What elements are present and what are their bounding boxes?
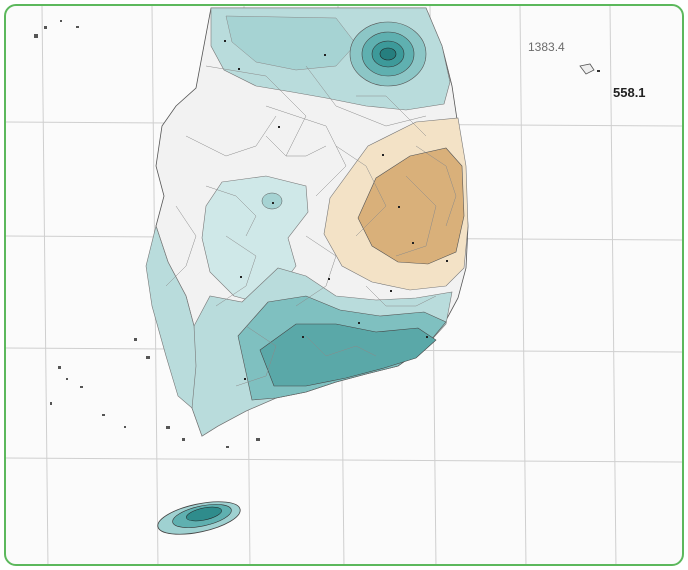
station-marker [398, 206, 400, 208]
jeju-island [157, 501, 241, 535]
island-precip-label-top: 1383.4 [528, 40, 565, 54]
grid-line-vertical [519, 6, 527, 564]
station-marker [278, 126, 280, 128]
west-islands [34, 20, 260, 448]
station-marker [324, 54, 326, 56]
station-marker [302, 336, 304, 338]
district-boundary [305, 65, 427, 127]
district-boundary [235, 325, 277, 387]
station-marker [272, 202, 274, 204]
ulleung-island [579, 63, 595, 75]
grid-line-vertical [609, 6, 617, 564]
east-tan-inner-zone [357, 147, 465, 265]
district-boundary [165, 205, 197, 287]
station-marker [328, 278, 330, 280]
station-marker [390, 290, 392, 292]
station-marker [446, 260, 448, 262]
station-marker [224, 40, 226, 42]
island-precip-label-bottom: 558.1 [613, 85, 646, 100]
district-boundary [415, 145, 457, 227]
precipitation-map [6, 6, 682, 564]
west-teal-arm [145, 224, 197, 409]
district-boundary [205, 185, 257, 237]
map-frame: 1383.4 558.1 [4, 4, 684, 566]
district-boundary [305, 335, 377, 357]
south-teal-dark-zone [259, 323, 437, 387]
station-marker [358, 322, 360, 324]
district-boundary [185, 115, 277, 157]
station-marker [240, 276, 242, 278]
west-central-center [261, 192, 283, 210]
station-marker [426, 336, 428, 338]
grid-line-vertical [41, 6, 49, 564]
district-boundary [356, 95, 427, 137]
north-teal-inner [225, 15, 357, 71]
grid-line-horizontal [6, 457, 682, 463]
dokdo-island [597, 70, 600, 72]
district-boundary [365, 285, 437, 307]
district-boundaries [165, 40, 457, 387]
station-marker [382, 154, 384, 156]
district-boundary [265, 135, 327, 157]
district-boundary [295, 235, 337, 307]
district-boundary [205, 65, 307, 157]
station-marker [244, 378, 246, 380]
station-marker [412, 242, 414, 244]
northeast-precip-center [349, 21, 427, 87]
district-boundary [335, 145, 387, 237]
station-marker [238, 68, 240, 70]
district-boundary [215, 235, 257, 307]
district-boundary [395, 175, 437, 257]
